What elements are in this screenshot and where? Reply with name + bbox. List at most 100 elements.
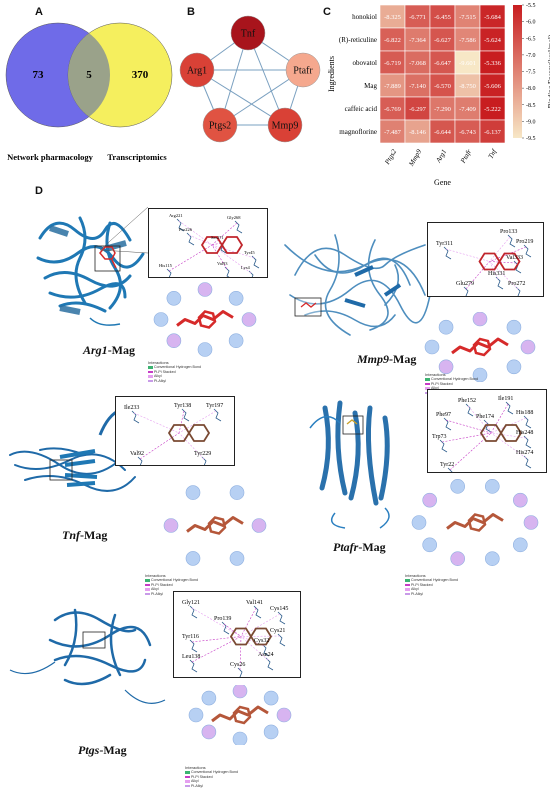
tnf-interaction-line-3 bbox=[140, 433, 179, 459]
legend-swatch-0 bbox=[145, 579, 150, 582]
legend-swatch-0 bbox=[425, 378, 430, 381]
heatmap-value-4-4: -5.222 bbox=[484, 106, 501, 113]
ptafr-residue-label-2: His188 bbox=[516, 410, 533, 416]
heatmap-value-2-1: -7.068 bbox=[409, 60, 426, 67]
heatmap-xlabel: Gene bbox=[434, 178, 451, 185]
ptgs-residue-label-4: Cys21 bbox=[270, 628, 285, 634]
arg1-residue-label-2: Pro226 bbox=[179, 227, 193, 232]
mmp9-interaction-line-3 bbox=[490, 262, 517, 264]
ptgs-residue-label-9: Cys26 bbox=[230, 662, 245, 668]
ptafr-2d-residue-bubble-2 bbox=[485, 552, 499, 566]
mmp9-2d-ligand bbox=[452, 339, 508, 353]
ptafr-2d-residue-bubble-5 bbox=[412, 516, 426, 530]
heatmap-row-label-2: obovatol bbox=[353, 59, 378, 67]
colorbar-tick-label-6: -8.5 bbox=[526, 103, 536, 109]
mmp9-residue-label-5: Glu279 bbox=[456, 281, 474, 287]
network-node-label-ptgs2: Ptgs2 bbox=[209, 121, 231, 132]
mmp9-residue-stick-1 bbox=[524, 245, 531, 257]
legend-swatch-3 bbox=[405, 593, 410, 596]
legend-label-0: Conventional Hydrogen Bond bbox=[191, 770, 238, 774]
ptafr-2d-residue-bubble-7 bbox=[451, 479, 465, 493]
ptafr-residue-label-8: His274 bbox=[516, 450, 533, 456]
mmp9-residue-label-1: Pro219 bbox=[516, 239, 533, 245]
ptgs-residue-stick-0 bbox=[190, 606, 197, 618]
heatmap-col-label-0: Ptgs2 bbox=[383, 148, 399, 167]
legend-label-1: Pi-Pi Stacked bbox=[151, 583, 173, 587]
ptgs-residue-stick-1 bbox=[254, 606, 261, 618]
ptafr-2d-residue-bubble-4 bbox=[423, 538, 437, 552]
legend-label-0: Conventional Hydrogen Bond bbox=[154, 365, 201, 369]
tnf-residue-label-1: Tyr138 bbox=[174, 403, 191, 409]
ptafr-2d-residue-bubble-6 bbox=[423, 493, 437, 507]
arg1-2d-residue-bubble-3 bbox=[167, 334, 181, 348]
ptgs-residue-label-6: Cys32 bbox=[254, 638, 269, 644]
arg1-2d-residue-bubble-1 bbox=[229, 334, 243, 348]
heatmap-value-1-4: -5.624 bbox=[484, 37, 502, 44]
tnf-2d-residue-bubble-2 bbox=[186, 551, 200, 565]
heatmap-value-0-1: -6.771 bbox=[409, 14, 426, 21]
mmp9-2d-residue-bubble-5 bbox=[439, 320, 453, 334]
colorbar-tick-label-7: -9.0 bbox=[526, 119, 536, 125]
arg1-2d-residue-bubble-0 bbox=[242, 313, 256, 327]
mmp9-residue-label-4: His331 bbox=[488, 271, 505, 277]
heatmap-value-5-4: -6.137 bbox=[484, 129, 502, 136]
ptgs-2d-residue-bubble-6 bbox=[233, 685, 247, 698]
heatmap-row-label-4: caffeic acid bbox=[345, 105, 378, 113]
ptafr-residue-stick-7 bbox=[448, 468, 455, 472]
tnf-interaction-line-1 bbox=[179, 411, 184, 433]
legend-label-0: Conventional Hydrogen Bond bbox=[431, 377, 478, 381]
ptafr-2d-residue-bubble-0 bbox=[524, 516, 538, 530]
arg1-residue-label-1: Gly268 bbox=[227, 215, 241, 220]
ptgs-residue-label-2: Cys145 bbox=[270, 606, 288, 612]
heatmap-value-1-1: -7.364 bbox=[409, 37, 427, 44]
ptgs-2d-diagram bbox=[185, 685, 295, 745]
venn-right-count: 370 bbox=[132, 69, 149, 81]
ptgs-residue-stick-3 bbox=[222, 622, 229, 634]
colorbar-tick-label-2: -6.5 bbox=[526, 36, 536, 42]
ptafr-residue-label-0: Phe152 bbox=[458, 398, 476, 404]
arg1-interaction-line-0 bbox=[179, 221, 212, 245]
legend-label-1: Pi-Pi Stacked bbox=[191, 775, 213, 779]
ptafr-caption: Ptafr-Mag bbox=[333, 540, 386, 555]
tnf-2d-residue-bubble-4 bbox=[186, 486, 200, 500]
ptgs-2d-residue-bubble-0 bbox=[277, 708, 291, 722]
legend-label-2: Alkyl bbox=[411, 587, 419, 591]
heatmap-value-2-0: -6.719 bbox=[384, 60, 401, 67]
heatmap-value-3-4: -5.606 bbox=[484, 83, 502, 90]
ptafr-residue-stick-8 bbox=[524, 456, 531, 468]
heatmap-value-0-2: -6.455 bbox=[434, 14, 451, 21]
mmp9-caption: Mmp9-Mag bbox=[357, 352, 416, 367]
tnf-2d-ligand bbox=[187, 518, 243, 532]
venn-diagram: 73 5 370 Network pharmacology Transcript… bbox=[0, 0, 175, 185]
heatmap-value-0-0: -8.325 bbox=[384, 14, 401, 21]
network-node-label-arg1: Arg1 bbox=[187, 66, 207, 77]
heatmap-value-2-4: -5.336 bbox=[484, 60, 502, 67]
heatmap-value-4-0: -6.769 bbox=[384, 106, 401, 113]
tnf-2d-residue-bubble-1 bbox=[230, 551, 244, 565]
legend-swatch-2 bbox=[405, 588, 410, 591]
legend-item-3: Pi-Alkyl bbox=[148, 379, 268, 384]
venn-left-label: Network pharmacology bbox=[7, 152, 93, 162]
heatmap-col-label-4: Tnf bbox=[487, 147, 499, 160]
ptgs-residue-stick-2 bbox=[278, 612, 285, 624]
mmp9-residue-label-0: Pro133 bbox=[500, 229, 517, 235]
ptafr-2d-diagram bbox=[405, 475, 545, 570]
ptgs-2d-residue-bubble-7 bbox=[264, 691, 278, 705]
ptafr-2d-residue-bubble-8 bbox=[485, 479, 499, 493]
legend-label-3: Pi-Alkyl bbox=[154, 379, 166, 383]
colorbar-tick-label-5: -8.0 bbox=[526, 86, 536, 92]
heatmap-col-label-3: Ptafr bbox=[459, 148, 474, 166]
tnf-2d-residue-bubble-3 bbox=[164, 519, 178, 533]
mmp9-residue-stick-2 bbox=[444, 247, 451, 259]
colorbar-tick-label-4: -7.5 bbox=[526, 70, 536, 76]
ptafr-2d-residue-bubble-1 bbox=[513, 538, 527, 552]
ptafr-residue-stick-3 bbox=[444, 418, 451, 430]
legend-swatch-0 bbox=[405, 579, 410, 582]
